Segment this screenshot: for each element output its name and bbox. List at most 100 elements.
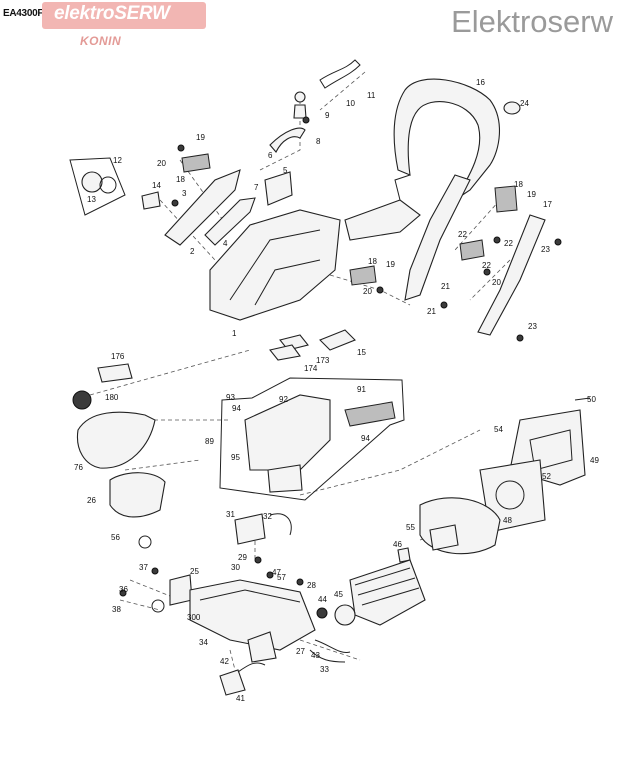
- callout: 176: [111, 352, 125, 361]
- callout: 94: [232, 404, 241, 413]
- callout: 94: [361, 434, 370, 443]
- callout: 174: [304, 364, 318, 373]
- callout: 173: [316, 356, 330, 365]
- callout: 6: [268, 151, 273, 160]
- carburetor-housing-box: [219, 377, 405, 501]
- crankcase-base: [189, 579, 316, 663]
- callout: 38: [112, 605, 121, 614]
- callout: 18: [514, 180, 523, 189]
- callout: 48: [503, 516, 512, 525]
- callout: 2: [190, 247, 195, 256]
- callout: 56: [111, 533, 120, 542]
- callout: 5: [283, 166, 288, 175]
- screws: [171, 144, 562, 342]
- callout: 23: [528, 322, 537, 331]
- callout: 11: [367, 91, 376, 100]
- callout: 46: [393, 540, 402, 549]
- logo-text: elektroSERW: [54, 3, 170, 24]
- callout: 21: [427, 307, 436, 316]
- filter-plates: [269, 329, 356, 361]
- logo-subtext: KONIN: [80, 34, 122, 48]
- callout: 13: [87, 195, 96, 204]
- callout: 47: [272, 568, 281, 577]
- muffler-assembly: [419, 397, 591, 555]
- callout: 22: [458, 230, 467, 239]
- header: EA4300F elektroSERW KONIN Elektroserw: [0, 0, 625, 48]
- callout: 14: [152, 181, 161, 190]
- callout: 3: [182, 189, 187, 198]
- engine-cylinder: [316, 559, 426, 626]
- callout: 20: [157, 159, 166, 168]
- callout: 57: [277, 573, 286, 582]
- callout: 93: [226, 393, 235, 402]
- callout: 18: [368, 257, 377, 266]
- av-springs: [181, 153, 518, 286]
- callout: 18: [176, 175, 185, 184]
- callout: 27: [296, 647, 305, 656]
- callout: 45: [334, 590, 343, 599]
- callout: 44: [318, 595, 327, 604]
- callout: 92: [279, 395, 288, 404]
- callout: 30: [231, 563, 240, 572]
- carburetor-parts: [151, 513, 292, 613]
- callout: 19: [196, 133, 205, 142]
- callout: 55: [406, 523, 415, 532]
- front-handle-bar: [393, 78, 501, 201]
- logo-badge: elektroSERW: [42, 2, 206, 29]
- callout: 28: [307, 581, 316, 590]
- callout: 91: [357, 385, 366, 394]
- callout: 42: [220, 657, 229, 666]
- callout: 34: [199, 638, 208, 647]
- rear-handle-frame: [404, 174, 546, 336]
- callout: 76: [74, 463, 83, 472]
- callout: 1: [232, 329, 237, 338]
- callout: 15: [357, 348, 366, 357]
- gasket-parts: [397, 524, 459, 563]
- callout: 52: [542, 472, 551, 481]
- callout: 23: [541, 245, 550, 254]
- callout: 32: [263, 512, 272, 521]
- side-covers: [164, 127, 306, 246]
- callout: 89: [205, 437, 214, 446]
- callout: 31: [226, 510, 235, 519]
- callout: 25: [190, 567, 199, 576]
- callout: 4: [223, 239, 228, 248]
- callout: 21: [441, 282, 450, 291]
- callout: 16: [476, 78, 485, 87]
- fuel-hoses: [309, 639, 351, 663]
- callout: 22: [482, 261, 491, 270]
- callout: 8: [316, 137, 321, 146]
- callout: 19: [386, 260, 395, 269]
- callout: 54: [494, 425, 503, 434]
- air-filter-assembly: [72, 363, 166, 549]
- callout: 26: [87, 496, 96, 505]
- ignition-parts: [119, 556, 304, 597]
- callout: 95: [231, 453, 240, 462]
- callout: 7: [254, 183, 259, 192]
- callout: 300: [187, 613, 201, 622]
- callout: 49: [590, 456, 599, 465]
- callout: 37: [139, 563, 148, 572]
- callout-labels: 1 2 3 4 5 6 7 8 9 10 11 12 13 14 15 16 1…: [74, 78, 599, 703]
- starter-assembly: [69, 157, 161, 216]
- callout: 22: [504, 239, 513, 248]
- callout: 17: [543, 200, 552, 209]
- brand-title: Elektroserw: [451, 4, 613, 39]
- callout: 20: [363, 287, 372, 296]
- callout: 50: [587, 395, 596, 404]
- fuel-pickup: [219, 662, 266, 696]
- callout: 43: [311, 651, 320, 660]
- main-housing: [209, 199, 421, 321]
- callout: 33: [320, 665, 329, 674]
- callout: 24: [520, 99, 529, 108]
- callout: 12: [113, 156, 122, 165]
- callout: 180: [105, 393, 119, 402]
- callout: 9: [325, 111, 330, 120]
- callout: 10: [346, 99, 355, 108]
- small-parts-top: [293, 59, 521, 124]
- callout: 19: [527, 190, 536, 199]
- callout: 36: [119, 585, 128, 594]
- callout: 20: [492, 278, 501, 287]
- callout: 41: [236, 694, 245, 703]
